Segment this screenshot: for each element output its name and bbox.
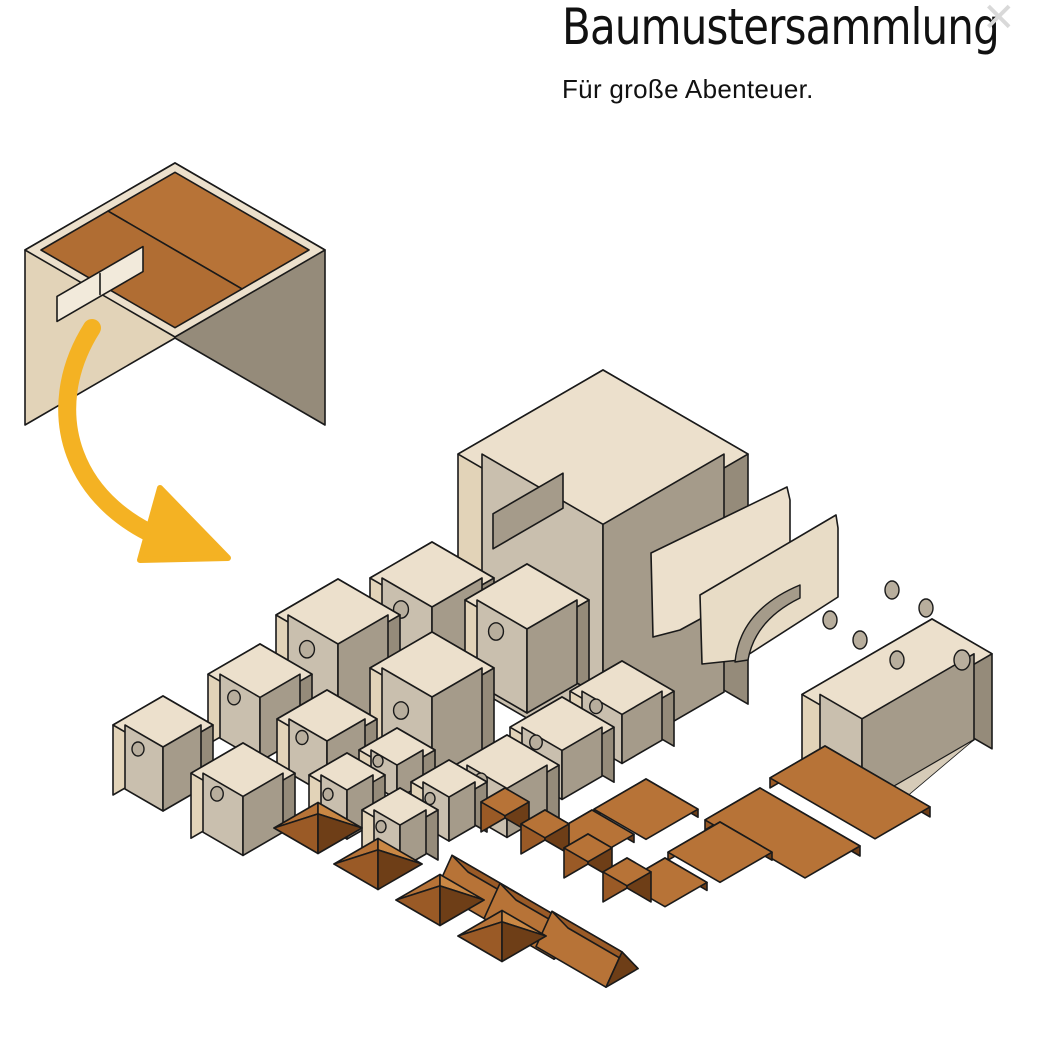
wood-cube-3-top-face xyxy=(563,833,613,863)
open-cube-f-hole xyxy=(589,698,603,715)
arrow-head-icon xyxy=(137,485,231,563)
open-cube-h-hole xyxy=(131,741,145,757)
open-cube-i-hole xyxy=(295,729,309,746)
wood-plate-small-1-top-face xyxy=(593,778,699,841)
open-cube-d-hole xyxy=(392,701,410,720)
open-cube-c-hole xyxy=(298,639,316,659)
page-title: Baumustersammlung xyxy=(562,0,1000,56)
open-cube-e-hole xyxy=(227,689,241,706)
open-cube-g-hole xyxy=(529,734,543,751)
open-cube-k-hole xyxy=(210,785,224,802)
arch-piece-2 xyxy=(699,514,839,665)
long-block-hole-1 xyxy=(822,610,838,630)
wood-plate-small-2-top-face xyxy=(667,821,773,884)
page-subtitle: Für große Abenteuer. xyxy=(562,74,814,104)
close-icon[interactable]: ✕ xyxy=(982,0,1016,41)
long-block-hole-5 xyxy=(918,598,934,618)
wood-cube-1-top-face xyxy=(480,787,530,817)
long-block-hole-2 xyxy=(852,630,868,650)
large-box-handle-hole xyxy=(492,472,564,550)
wood-cube-2-top-face xyxy=(520,809,570,839)
long-block-hole-4 xyxy=(884,580,900,600)
curved-arrow-icon xyxy=(58,319,189,554)
wood-plate-large-2-top-face xyxy=(704,787,861,879)
long-block-hole-6 xyxy=(953,649,971,671)
wood-cube-4-top-face xyxy=(602,857,652,887)
long-block-hole-3 xyxy=(889,650,905,670)
open-cube-m-hole xyxy=(322,787,334,801)
open-cube-l-hole xyxy=(372,754,384,768)
wood-plate-large-1-top-face xyxy=(769,745,931,840)
open-cube-o-hole xyxy=(375,819,387,834)
open-cube-b-hole xyxy=(487,622,505,641)
